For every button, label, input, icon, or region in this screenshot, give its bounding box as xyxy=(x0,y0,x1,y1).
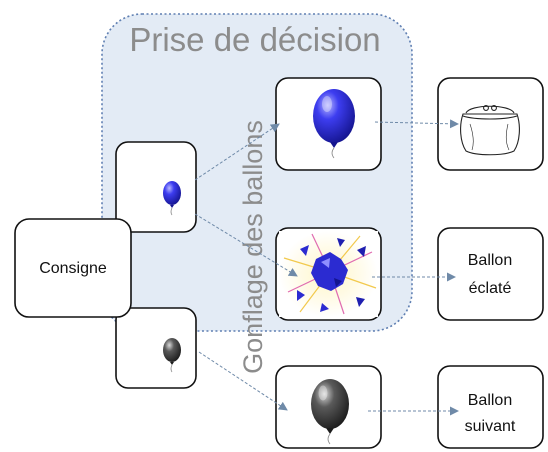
arrows xyxy=(194,119,459,416)
arrow-inflate-to-large xyxy=(194,123,280,181)
arrow-large-to-purse xyxy=(374,119,459,129)
arrow-grey-to-large-grey xyxy=(198,351,288,411)
instruction-box xyxy=(14,218,132,318)
purse-icon xyxy=(460,105,520,156)
balloon-grey-icon xyxy=(311,379,349,445)
decision-region-title: Prise de décision xyxy=(129,21,380,58)
instruction-label: Consigne xyxy=(39,260,107,277)
next-outcome-box xyxy=(437,365,544,449)
inflation-label: Gonflage des ballons xyxy=(238,120,268,374)
balloon-grey-icon xyxy=(163,338,181,373)
small-grey-balloon-box xyxy=(115,307,197,389)
balloon-blue-icon xyxy=(163,181,181,216)
burst-outcome-box xyxy=(437,227,544,321)
next-outcome-label-2: suivant xyxy=(465,418,516,435)
small-blue-balloon-box xyxy=(115,141,197,233)
purse-box xyxy=(437,77,544,171)
burst-outcome-label: Ballon xyxy=(468,252,512,269)
next-outcome-label: Ballon xyxy=(468,392,512,409)
burst-outcome-label-2: éclaté xyxy=(469,280,512,297)
balloon-blue-icon xyxy=(313,89,355,159)
balloon-burst-icon xyxy=(279,231,378,317)
